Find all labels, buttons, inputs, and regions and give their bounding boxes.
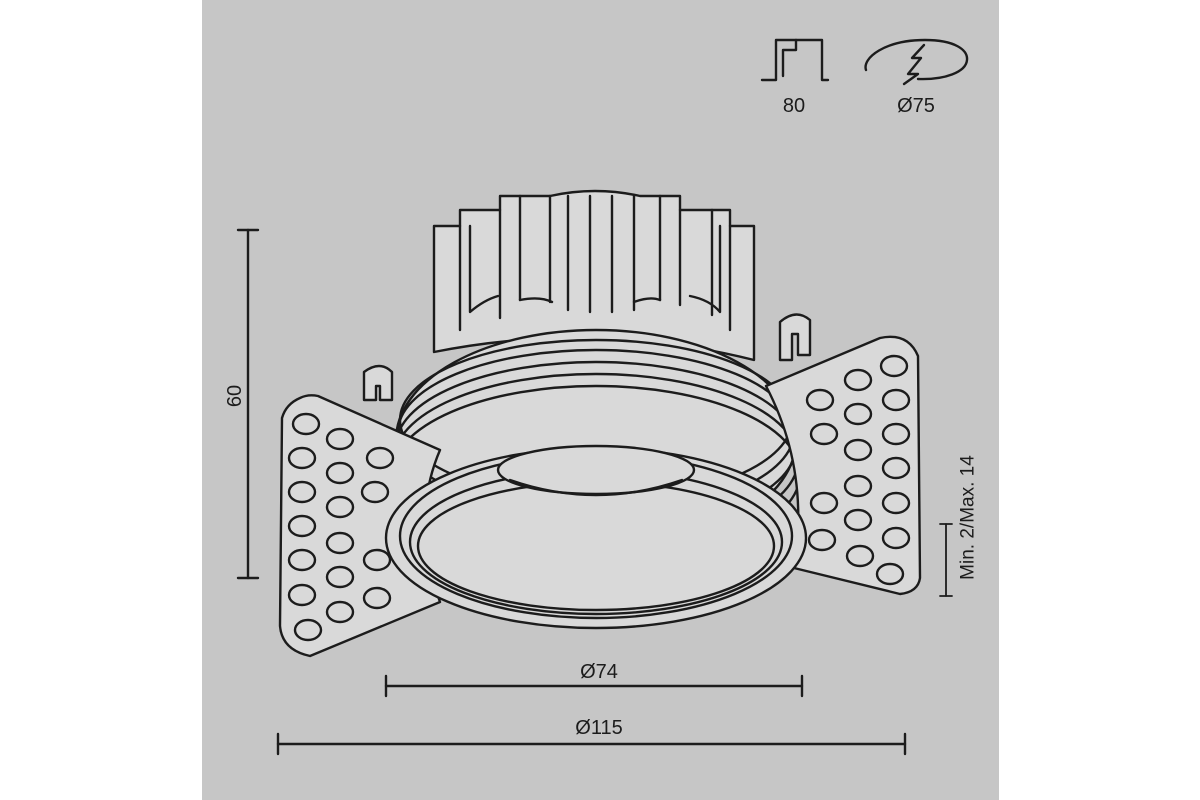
ceiling-thickness-label: Min. 2/Max. 14 <box>957 455 979 580</box>
overall-width-label: Ø115 <box>575 717 623 739</box>
cutout-diameter-label: Ø75 <box>897 95 935 117</box>
bezel-diameter-label: Ø74 <box>580 661 618 683</box>
bezel-diameter-dimension-line <box>384 674 804 698</box>
left-wing-holes <box>287 412 395 642</box>
height-dimension-line <box>236 228 260 580</box>
heat-sink <box>432 189 756 362</box>
recess-depth-icon <box>760 38 830 82</box>
front-bezel <box>384 444 808 630</box>
right-wing-holes <box>805 354 911 586</box>
cutout-depth-label: 80 <box>782 95 806 117</box>
right-spring-clip <box>778 313 812 362</box>
ceiling-cutout-icon <box>864 38 969 86</box>
left-mounting-wing <box>278 394 442 658</box>
ceiling-thickness-dimension-line <box>939 523 953 597</box>
overall-width-dimension-line <box>276 732 907 756</box>
height-label: 60 <box>224 384 246 408</box>
left-spring-clip <box>362 364 394 402</box>
